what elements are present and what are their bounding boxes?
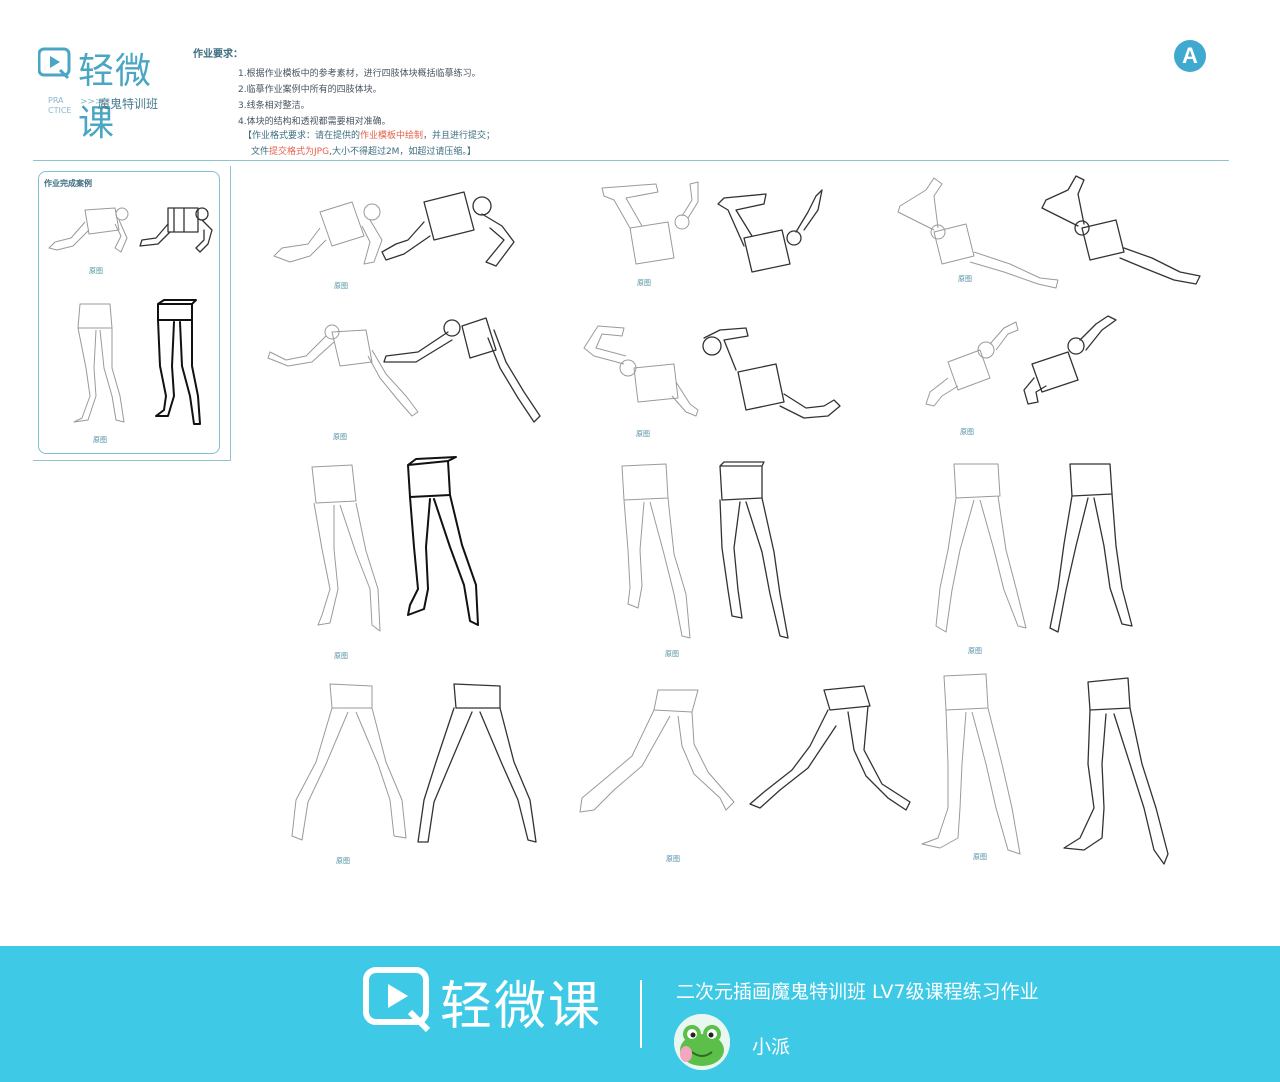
example-panel-frame [33,166,231,461]
requirements-block: 作业要求： 1.根据作业模板中的参考素材，进行四肢体块概括临摹练习。 2.临摹作… [193,45,481,130]
figure-caption: 原图 [336,857,350,865]
example-caption: 原图 [93,436,107,444]
figure-caption: 原图 [665,650,679,658]
play-logo-icon [38,47,71,80]
avatar [674,1014,730,1070]
requirement-item: 4.体块的结构和透视都需要相对准确。 [238,117,391,127]
student-name: 小派 [752,1036,791,1058]
requirement-item: 3.线条相对整洁。 [238,101,310,111]
leg-study-11 [579,685,911,813]
example-panel [38,171,220,454]
figure-caption: 原图 [958,275,972,283]
leg-study-8 [621,461,789,639]
frog-avatar-icon [674,1014,730,1070]
format-highlight: 提交格式为JPG [269,147,330,157]
arm-study-2 [601,181,823,273]
figure-caption: 原图 [636,430,650,438]
brand-logo: 轻微课 [38,40,188,144]
figure-caption: 原图 [973,853,987,861]
format-text: ,大小不得超过2M，如超过请压缩。】 [329,147,476,157]
arm-study-4 [267,317,541,423]
arm-study-5 [583,325,841,419]
figure-caption: 原图 [334,282,348,290]
logo-text: 轻微课 [78,51,153,144]
example-panel-title: 作业完成案例 [44,179,92,188]
header-divider [33,160,1229,161]
example-arm-sketch-dark [139,207,213,253]
footer-divider [640,980,642,1048]
level-badge: A [1174,40,1206,72]
figure-caption: 原图 [968,647,982,655]
figure-caption: 原图 [960,428,974,436]
course-title: 二次元插画魔鬼特训班 LV7级课程练习作业 [676,981,1039,1003]
example-caption: 原图 [89,267,103,275]
leg-study-9 [935,463,1133,633]
figure-caption: 原图 [333,433,347,441]
example-leg-sketch-light [73,303,125,423]
format-highlight: 作业模板中绘制 [360,131,424,141]
play-logo-icon [363,967,431,1033]
leg-study-10 [291,683,537,843]
figure-caption: 原图 [334,652,348,660]
arm-study-1 [273,191,515,267]
leg-study-12 [921,673,1169,865]
arm-study-6 [925,315,1117,407]
leg-study-7 [311,456,479,632]
format-text: 【作业格式要求：请在提供的 [243,131,361,141]
practice-arrow: >>> [80,97,103,107]
example-arm-sketch-light [48,207,129,253]
class-subtitle: 魔鬼特训班 [98,97,159,111]
arm-study-3 [897,175,1201,289]
format-text: 文件 [251,147,270,157]
format-text: ，并且进行提交； [423,131,496,141]
example-leg-sketch-dark [155,299,201,425]
footer-logo-text: 轻微课 [440,977,603,1037]
footer-bar: 轻微课 二次元插画魔鬼特训班 LV7级课程练习作业 小派 [0,946,1280,1082]
requirement-item: 1.根据作业模板中的参考素材，进行四肢体块概括临摹练习。 [238,69,481,79]
requirement-item: 2.临摹作业案例中所有的四肢体块。 [238,85,382,95]
requirements-title: 作业要求： [193,49,243,60]
figure-caption: 原图 [666,855,680,863]
format-requirements: 【作业格式要求：请在提供的作业模板中绘制，并且进行提交； 文件提交格式为JPG,… [243,128,495,160]
figure-caption: 原图 [637,279,651,287]
